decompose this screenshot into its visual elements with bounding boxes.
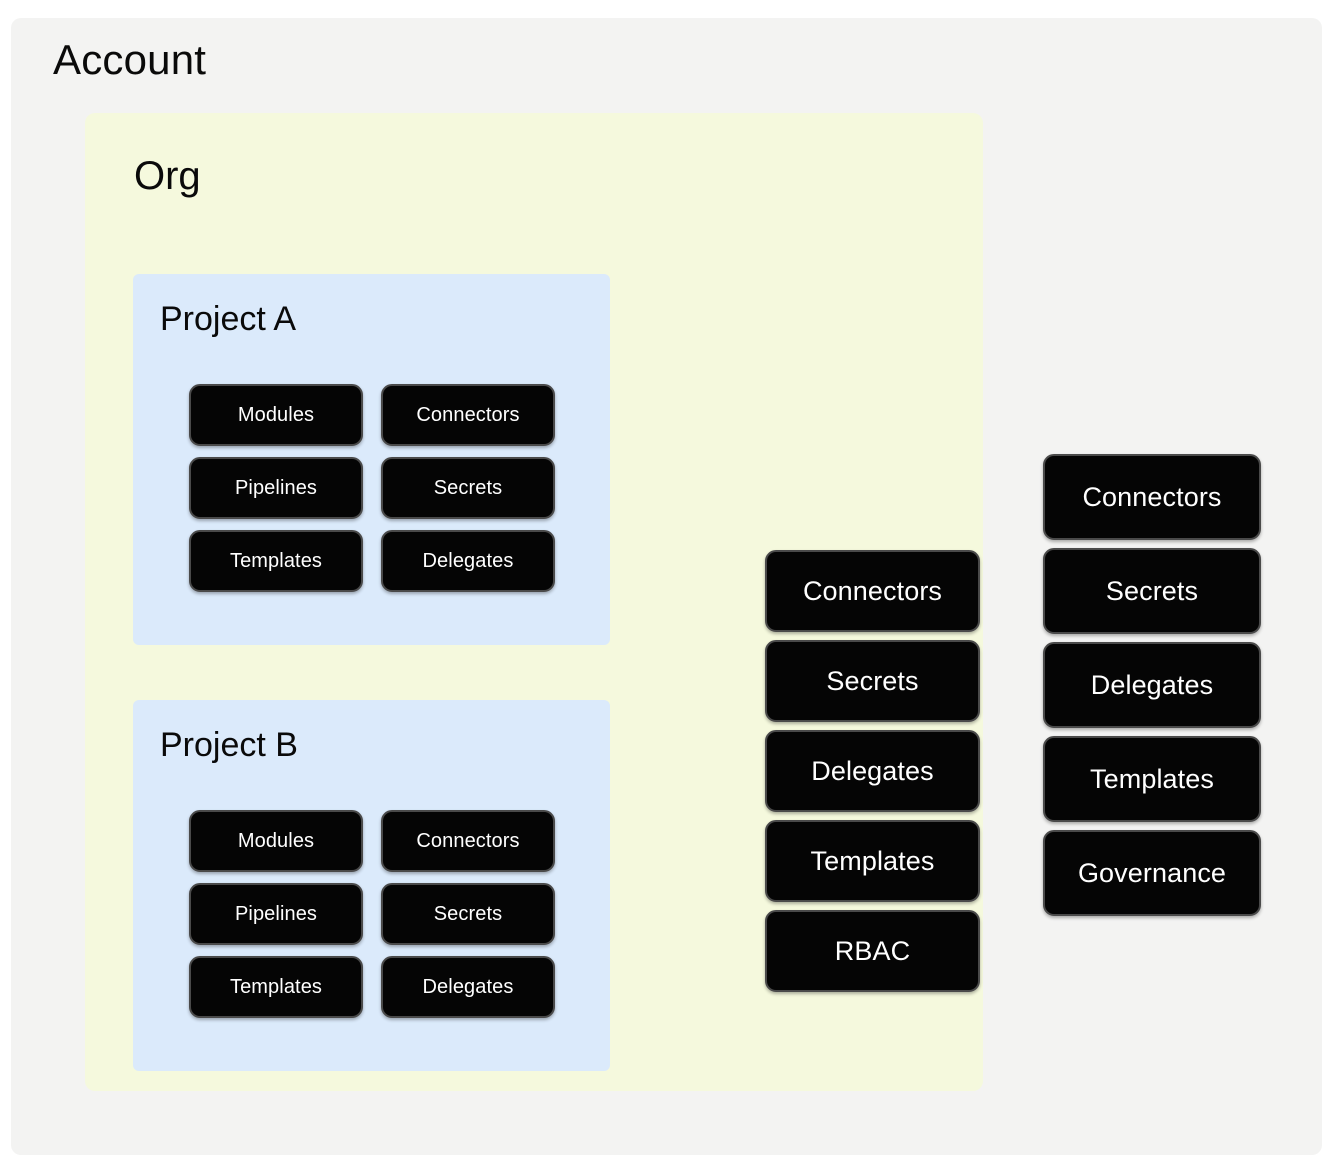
project-a-resource-connectors[interactable]: Connectors (381, 384, 555, 446)
project-b-resource-delegates[interactable]: Delegates (381, 956, 555, 1018)
org-scope-box: Org Project A Modules Connectors Pipelin… (85, 113, 983, 1091)
account-scope-box: Account Org Project A Modules Connectors… (11, 18, 1322, 1155)
account-resource-templates[interactable]: Templates (1043, 736, 1261, 822)
project-resource-grid-a: Modules Connectors Pipelines Secrets Tem… (189, 384, 555, 592)
account-title: Account (53, 36, 207, 83)
project-scope-box-a: Project A Modules Connectors Pipelines S… (133, 274, 610, 645)
project-a-resource-delegates[interactable]: Delegates (381, 530, 555, 592)
project-b-resource-pipelines[interactable]: Pipelines (189, 883, 363, 945)
project-b-resource-connectors[interactable]: Connectors (381, 810, 555, 872)
account-resource-connectors[interactable]: Connectors (1043, 454, 1261, 540)
project-title-b: Project B (160, 726, 298, 764)
org-resource-rbac[interactable]: RBAC (765, 910, 980, 992)
org-resource-connectors[interactable]: Connectors (765, 550, 980, 632)
project-b-resource-modules[interactable]: Modules (189, 810, 363, 872)
account-resource-column: Connectors Secrets Delegates Templates G… (1043, 454, 1261, 916)
org-resource-delegates[interactable]: Delegates (765, 730, 980, 812)
project-b-resource-secrets[interactable]: Secrets (381, 883, 555, 945)
project-a-resource-modules[interactable]: Modules (189, 384, 363, 446)
account-resource-delegates[interactable]: Delegates (1043, 642, 1261, 728)
account-resource-secrets[interactable]: Secrets (1043, 548, 1261, 634)
org-resource-column: Connectors Secrets Delegates Templates R… (765, 550, 980, 992)
project-title-a: Project A (160, 300, 297, 338)
project-a-resource-templates[interactable]: Templates (189, 530, 363, 592)
org-resource-templates[interactable]: Templates (765, 820, 980, 902)
project-a-resource-pipelines[interactable]: Pipelines (189, 457, 363, 519)
org-title: Org (134, 154, 201, 198)
project-b-resource-templates[interactable]: Templates (189, 956, 363, 1018)
project-scope-box-b: Project B Modules Connectors Pipelines S… (133, 700, 610, 1071)
project-a-resource-secrets[interactable]: Secrets (381, 457, 555, 519)
account-resource-governance[interactable]: Governance (1043, 830, 1261, 916)
project-resource-grid-b: Modules Connectors Pipelines Secrets Tem… (189, 810, 555, 1018)
org-resource-secrets[interactable]: Secrets (765, 640, 980, 722)
